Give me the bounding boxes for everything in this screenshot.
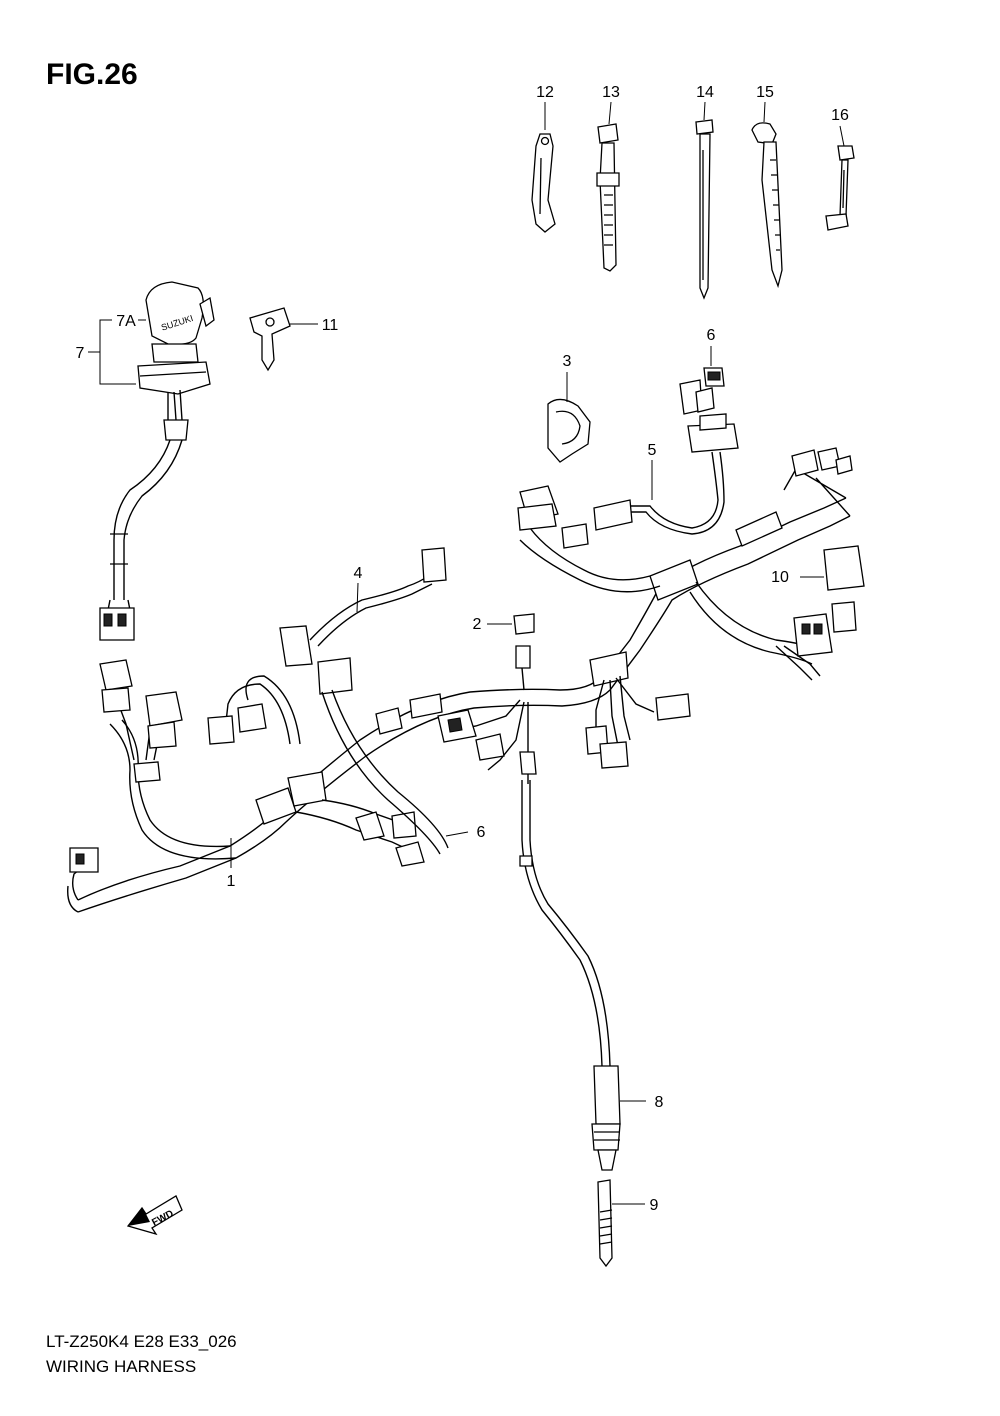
- forward-direction-arrow: FWD: [126, 1195, 183, 1236]
- band-13: [596, 123, 620, 272]
- callout-15: 15: [756, 84, 774, 101]
- callout-numbers: 12 13 14 15 16 7A 7 11 6 3 5 4 10 2 6 1 …: [76, 84, 849, 1214]
- main-wiring-harness: [67, 447, 865, 913]
- cable-tie-14: [695, 119, 714, 300]
- sub-harness-4: [279, 547, 449, 855]
- ignition-switch-assembly: SUZUKI: [99, 281, 215, 641]
- sensor-8-lead: [519, 780, 621, 1171]
- gasket-9: [597, 1179, 613, 1268]
- callout-leaders: [88, 101, 845, 1205]
- callout-16: 16: [831, 107, 849, 124]
- callout-12: 12: [536, 84, 554, 101]
- section-title: WIRING HARNESS: [46, 1357, 197, 1376]
- callout-10: 10: [771, 569, 789, 586]
- callout-14: 14: [696, 84, 714, 101]
- callout-6-harness: 6: [477, 824, 486, 841]
- figure-title: FIG.26: [46, 58, 138, 91]
- callout-5: 5: [648, 442, 657, 459]
- callout-4: 4: [354, 565, 363, 582]
- callout-2: 2: [473, 616, 482, 633]
- fuse-6: [703, 367, 725, 387]
- callout-9: 9: [650, 1197, 659, 1214]
- callout-8: 8: [655, 1094, 664, 1111]
- callout-6-fuse: 6: [707, 327, 716, 344]
- clamp-3: [547, 398, 591, 463]
- clip-16: [825, 145, 855, 231]
- ignition-key: [249, 307, 291, 372]
- fuse-holder-5: [593, 379, 739, 535]
- callout-11: 11: [322, 317, 339, 334]
- callout-13: 13: [602, 84, 620, 101]
- clamp-12: [531, 133, 556, 233]
- callout-3: 3: [563, 353, 572, 370]
- callout-7: 7: [76, 345, 85, 362]
- model-code: LT-Z250K4 E28 E33_026: [46, 1332, 237, 1351]
- callout-7a: 7A: [116, 313, 136, 330]
- callout-1: 1: [227, 873, 236, 890]
- cable-tie-15: [751, 122, 783, 289]
